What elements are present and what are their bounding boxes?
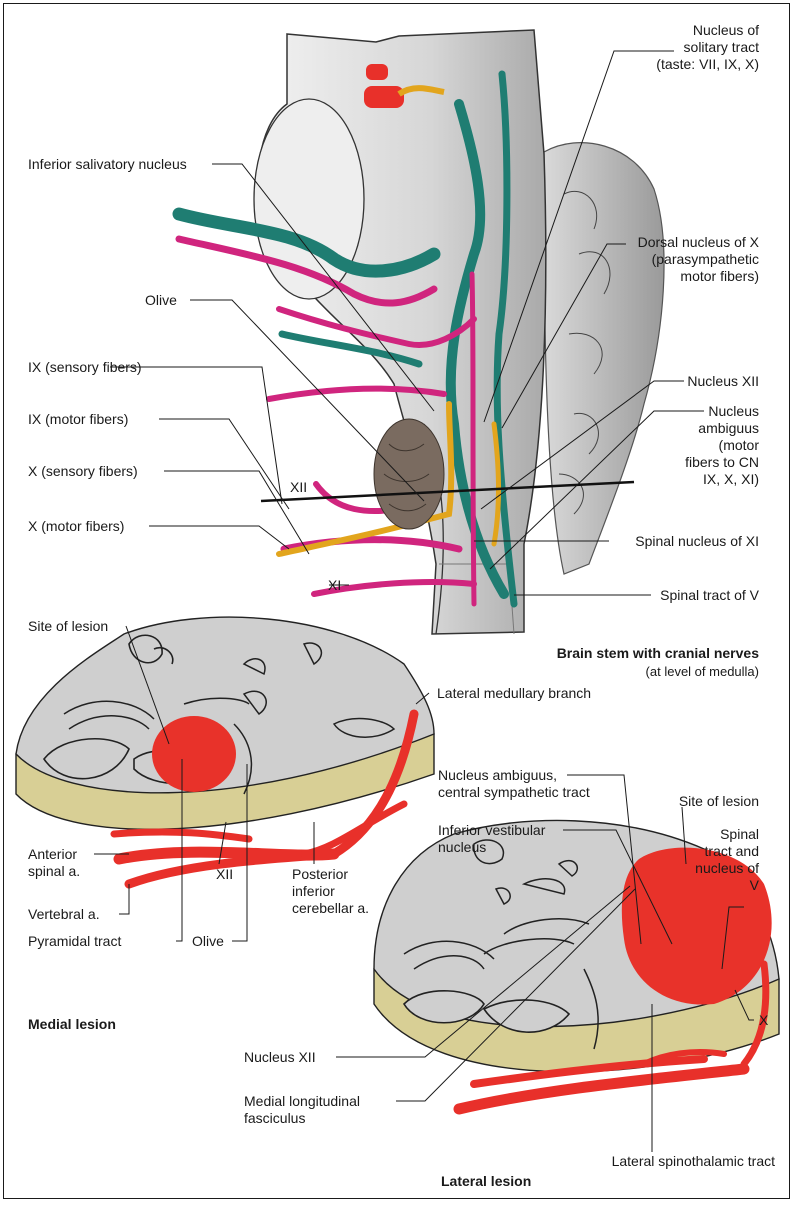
label-spinal-nucleus-xi: Spinal nucleus of XI bbox=[635, 533, 759, 550]
medial-lesion-caption: Medial lesion bbox=[28, 1016, 116, 1033]
label-xii-brainstem: XII bbox=[290, 479, 307, 496]
label-inferior-vestibular-nucleus: Inferior vestibular nucleus bbox=[438, 822, 545, 856]
label-line: V bbox=[695, 877, 759, 894]
label-line: (taste: VII, IX, X) bbox=[656, 56, 759, 73]
olive-mass bbox=[374, 419, 444, 529]
label-x-lateral: X bbox=[759, 1012, 768, 1029]
label-line: (motor bbox=[685, 437, 759, 454]
label-line: Nucleus bbox=[685, 403, 759, 420]
brainstem-subtitle: (at level of medulla) bbox=[646, 663, 759, 680]
lateral-lesion-caption: Lateral lesion bbox=[441, 1173, 531, 1190]
label-line: Spinal bbox=[695, 826, 759, 843]
label-nucleus-xii-lateral: Nucleus XII bbox=[244, 1049, 316, 1066]
label-dorsal-nucleus-x: Dorsal nucleus of X (parasympathetic mot… bbox=[638, 234, 759, 285]
label-solitary-tract: Nucleus of solitary tract (taste: VII, I… bbox=[656, 22, 759, 73]
label-line: motor fibers) bbox=[638, 268, 759, 285]
label-spinal-tract-nucleus-v: Spinal tract and nucleus of V bbox=[695, 826, 759, 894]
label-line: Dorsal nucleus of X bbox=[638, 234, 759, 251]
label-line: ambiguus bbox=[685, 420, 759, 437]
label-line: inferior bbox=[292, 883, 369, 900]
label-line: nucleus of bbox=[695, 860, 759, 877]
label-inferior-salivatory-nucleus: Inferior salivatory nucleus bbox=[28, 156, 187, 173]
label-line: Medial longitudinal bbox=[244, 1093, 360, 1110]
label-xi: XI bbox=[328, 577, 341, 594]
label-line: Anterior bbox=[28, 846, 80, 863]
label-pyramidal-tract: Pyramidal tract bbox=[28, 933, 121, 950]
label-nucleus-ambiguus: Nucleus ambiguus (motor fibers to CN IX,… bbox=[685, 403, 759, 488]
label-line: nucleus bbox=[438, 839, 545, 856]
label-ix-sensory-fibers: IX (sensory fibers) bbox=[28, 359, 142, 376]
figure: Nucleus of solitary tract (taste: VII, I… bbox=[3, 3, 790, 1199]
label-vertebral-artery: Vertebral a. bbox=[28, 906, 100, 923]
label-line: Nucleus of bbox=[656, 22, 759, 39]
brainstem-title: Brain stem with cranial nerves bbox=[557, 645, 759, 662]
label-mlf: Medial longitudinal fasciculus bbox=[244, 1093, 360, 1127]
label-xii-medial: XII bbox=[216, 866, 233, 883]
label-line: solitary tract bbox=[656, 39, 759, 56]
label-line: Posterior bbox=[292, 866, 369, 883]
label-pica: Posterior inferior cerebellar a. bbox=[292, 866, 369, 917]
label-ix-motor-fibers: IX (motor fibers) bbox=[28, 411, 128, 428]
label-line: Inferior vestibular bbox=[438, 822, 545, 839]
medial-lesion-area bbox=[152, 716, 236, 792]
label-olive-brainstem: Olive bbox=[145, 292, 177, 309]
label-line: cerebellar a. bbox=[292, 900, 369, 917]
label-line: central sympathetic tract bbox=[438, 784, 590, 801]
label-x-sensory-fibers: X (sensory fibers) bbox=[28, 463, 138, 480]
label-nucleus-ambiguus-lateral: Nucleus ambiguus, central sympathetic tr… bbox=[438, 767, 590, 801]
label-spinal-tract-v: Spinal tract of V bbox=[660, 587, 759, 604]
label-anterior-spinal-artery: Anterior spinal a. bbox=[28, 846, 80, 880]
label-site-of-lesion-medial: Site of lesion bbox=[28, 618, 108, 635]
cerebellum-shape bbox=[544, 143, 664, 574]
label-line: spinal a. bbox=[28, 863, 80, 880]
label-site-of-lesion-lateral: Site of lesion bbox=[679, 793, 759, 810]
label-x-motor-fibers: X (motor fibers) bbox=[28, 518, 124, 535]
label-line: (parasympathetic bbox=[638, 251, 759, 268]
label-line: IX, X, XI) bbox=[685, 471, 759, 488]
label-olive-medial: Olive bbox=[192, 933, 224, 950]
label-lateral-spinothalamic-tract: Lateral spinothalamic tract bbox=[612, 1153, 775, 1170]
label-line: fasciculus bbox=[244, 1110, 360, 1127]
label-line: fibers to CN bbox=[685, 454, 759, 471]
label-line: Nucleus ambiguus, bbox=[438, 767, 590, 784]
medial-section bbox=[16, 617, 434, 829]
label-line: tract and bbox=[695, 843, 759, 860]
label-nucleus-xii-brainstem: Nucleus XII bbox=[687, 373, 759, 390]
label-lateral-medullary-branch: Lateral medullary branch bbox=[437, 685, 591, 702]
